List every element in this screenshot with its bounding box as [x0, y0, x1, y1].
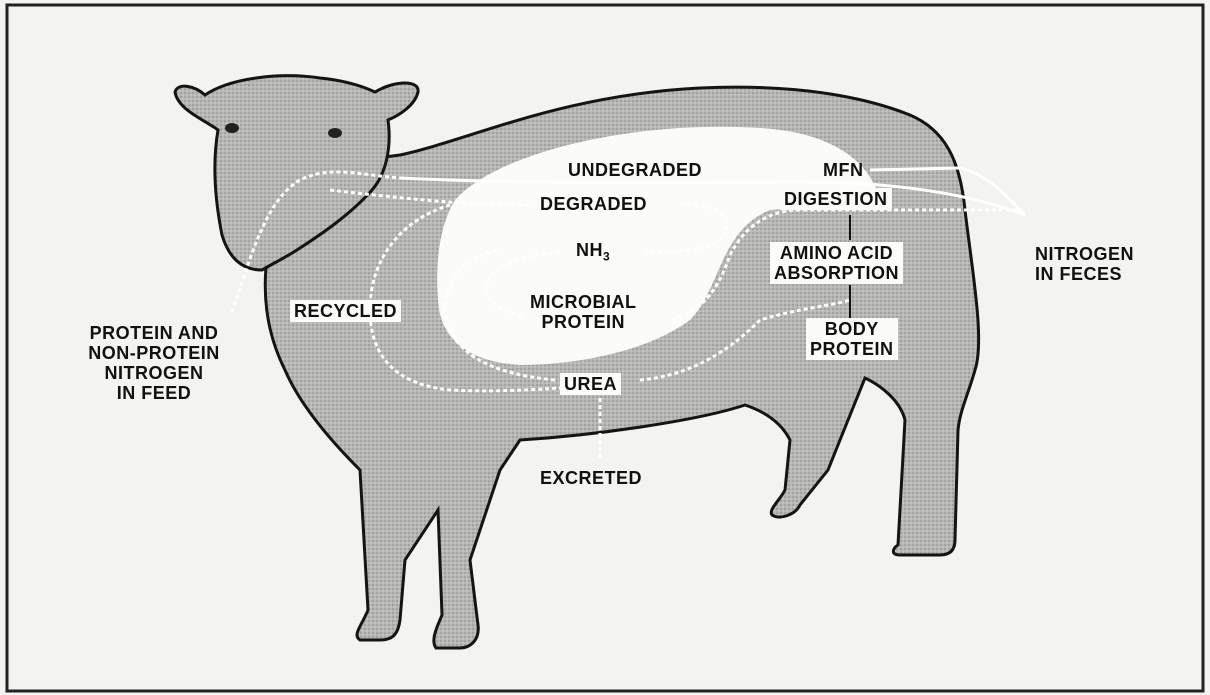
body-protein-line2: PROTEIN — [810, 339, 894, 359]
label-nitrogen-in-feces: NITROGEN IN FECES — [1035, 244, 1134, 284]
label-digestion: DIGESTION — [780, 188, 892, 210]
amino-acid-line2: ABSORPTION — [774, 263, 899, 283]
right-eye — [328, 128, 342, 138]
left-eye — [225, 123, 239, 133]
label-excreted: EXCRETED — [540, 468, 642, 488]
amino-acid-line1: AMINO ACID — [774, 243, 899, 263]
feed-line3: NITROGEN — [63, 363, 245, 383]
microbial-line1: MICROBIAL — [530, 292, 637, 312]
feed-line2: NON-PROTEIN — [63, 343, 245, 363]
label-nh3: NH3 — [576, 240, 610, 267]
label-microbial-protein: MICROBIAL PROTEIN — [530, 292, 637, 332]
nh3-subscript: 3 — [603, 250, 610, 264]
feces-line2: IN FECES — [1035, 264, 1134, 284]
label-body-protein: BODY PROTEIN — [806, 318, 898, 360]
label-urea: UREA — [560, 373, 621, 395]
feed-line4: IN FEED — [63, 383, 245, 403]
nh3-text: NH — [576, 240, 603, 260]
label-protein-feed: PROTEIN AND NON-PROTEIN NITROGEN IN FEED — [63, 323, 245, 403]
label-degraded: DEGRADED — [536, 193, 651, 215]
feed-line1: PROTEIN AND — [63, 323, 245, 343]
body-protein-line1: BODY — [810, 319, 894, 339]
label-amino-acid-absorption: AMINO ACID ABSORPTION — [770, 242, 903, 284]
microbial-line2: PROTEIN — [530, 312, 637, 332]
label-mfn: MFN — [823, 160, 864, 180]
feces-line1: NITROGEN — [1035, 244, 1134, 264]
label-undegraded: UNDEGRADED — [568, 160, 702, 180]
label-recycled: RECYCLED — [290, 300, 401, 322]
